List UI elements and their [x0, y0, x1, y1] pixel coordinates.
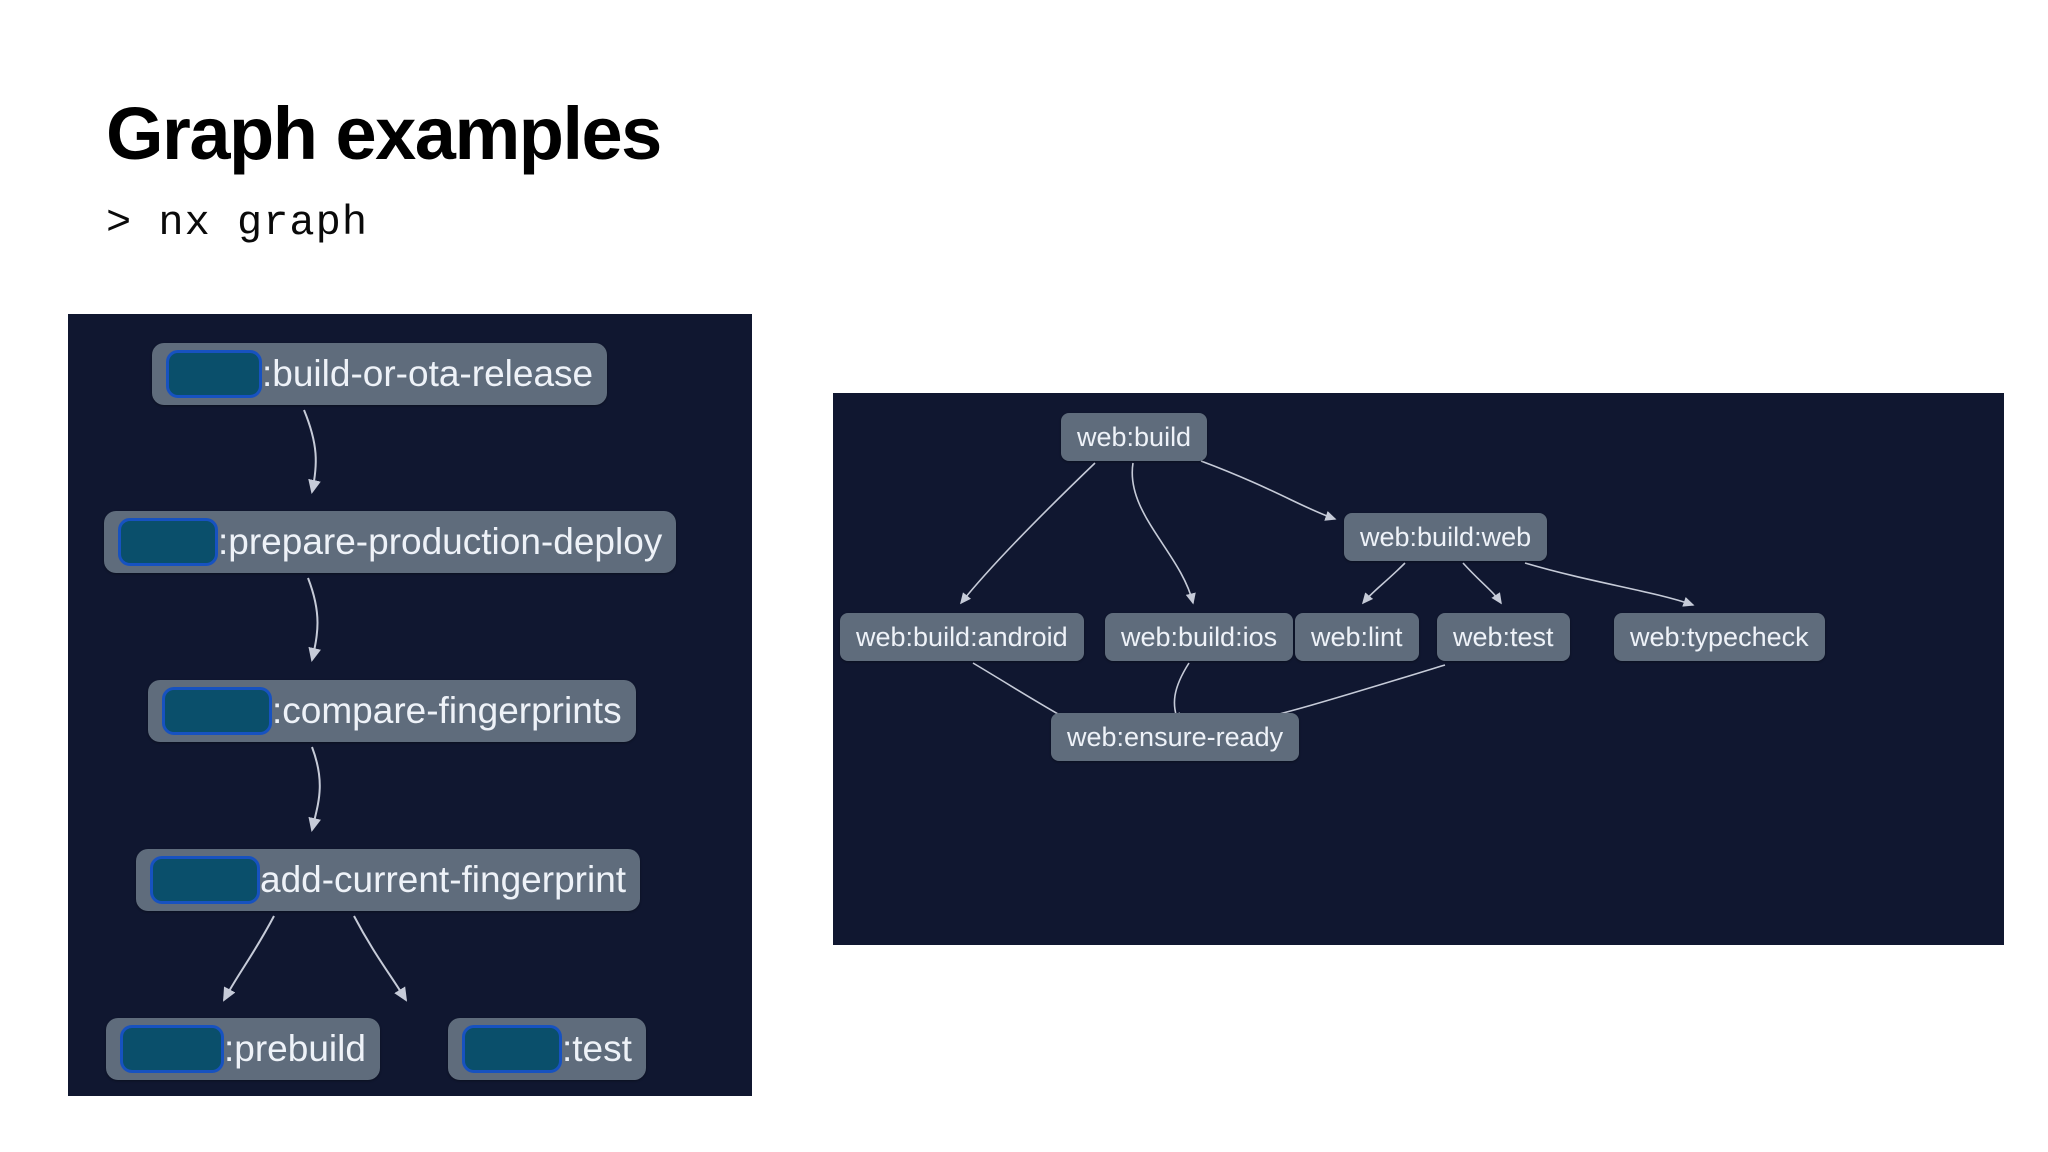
graph-node[interactable]: web:build:android	[840, 613, 1084, 661]
graph-node-label: :compare-fingerprints	[272, 690, 622, 731]
graph-node[interactable]: web:test	[1437, 613, 1570, 661]
graph-node-label: web:lint	[1311, 621, 1403, 652]
graph-node-label: web:build:android	[856, 621, 1068, 652]
graph-edges-web	[960, 460, 1695, 729]
graph-node[interactable]: web:typecheck	[1614, 613, 1825, 661]
graph-node[interactable]: :test	[448, 1018, 646, 1080]
graph-node-label: web:test	[1453, 621, 1554, 652]
graph-node-label: web:build	[1077, 421, 1192, 452]
graph-panel-web[interactable]: web:build web:build:web web:build:androi…	[833, 393, 2004, 945]
graph-node[interactable]: web:build	[1061, 413, 1208, 461]
graph-panel-mobile[interactable]: :build-or-ota-release :prepare-productio…	[68, 314, 752, 1096]
graph-node[interactable]: :compare-fingerprints	[148, 680, 636, 742]
graph-node[interactable]: :prebuild	[106, 1018, 380, 1080]
graph-node[interactable]: add-current-fingerprint	[136, 849, 641, 911]
graph-edges-mobile	[223, 409, 408, 1002]
graph-node[interactable]: web:lint	[1295, 613, 1419, 661]
graph-node-label: web:ensure-ready	[1067, 721, 1284, 752]
redacted-project-name	[118, 518, 218, 566]
graph-node-label: :prepare-production-deploy	[218, 521, 663, 562]
graph-node-label: web:build:ios	[1121, 621, 1278, 652]
redacted-project-name	[166, 350, 262, 398]
graph-node[interactable]: web:build:web	[1344, 513, 1548, 561]
page-title: Graph examples	[106, 92, 662, 175]
graph-node-label: :build-or-ota-release	[262, 353, 594, 394]
graph-node-label: :test	[562, 1028, 632, 1069]
redacted-project-name	[462, 1025, 562, 1073]
graph-node-label: add-current-fingerprint	[260, 859, 627, 900]
graph-node[interactable]: :build-or-ota-release	[152, 343, 608, 405]
graph-node-label: web:build:web	[1360, 521, 1532, 552]
command-line-text: > nx graph	[106, 199, 369, 247]
graph-node[interactable]: web:ensure-ready	[1051, 713, 1300, 761]
graph-node[interactable]: :prepare-production-deploy	[104, 511, 677, 573]
graph-node-label: :prebuild	[224, 1028, 366, 1069]
redacted-project-name	[162, 687, 272, 735]
redacted-project-name	[120, 1025, 224, 1073]
redacted-project-name	[150, 856, 260, 904]
graph-node-label: web:typecheck	[1630, 621, 1809, 652]
graph-node[interactable]: web:build:ios	[1105, 613, 1294, 661]
